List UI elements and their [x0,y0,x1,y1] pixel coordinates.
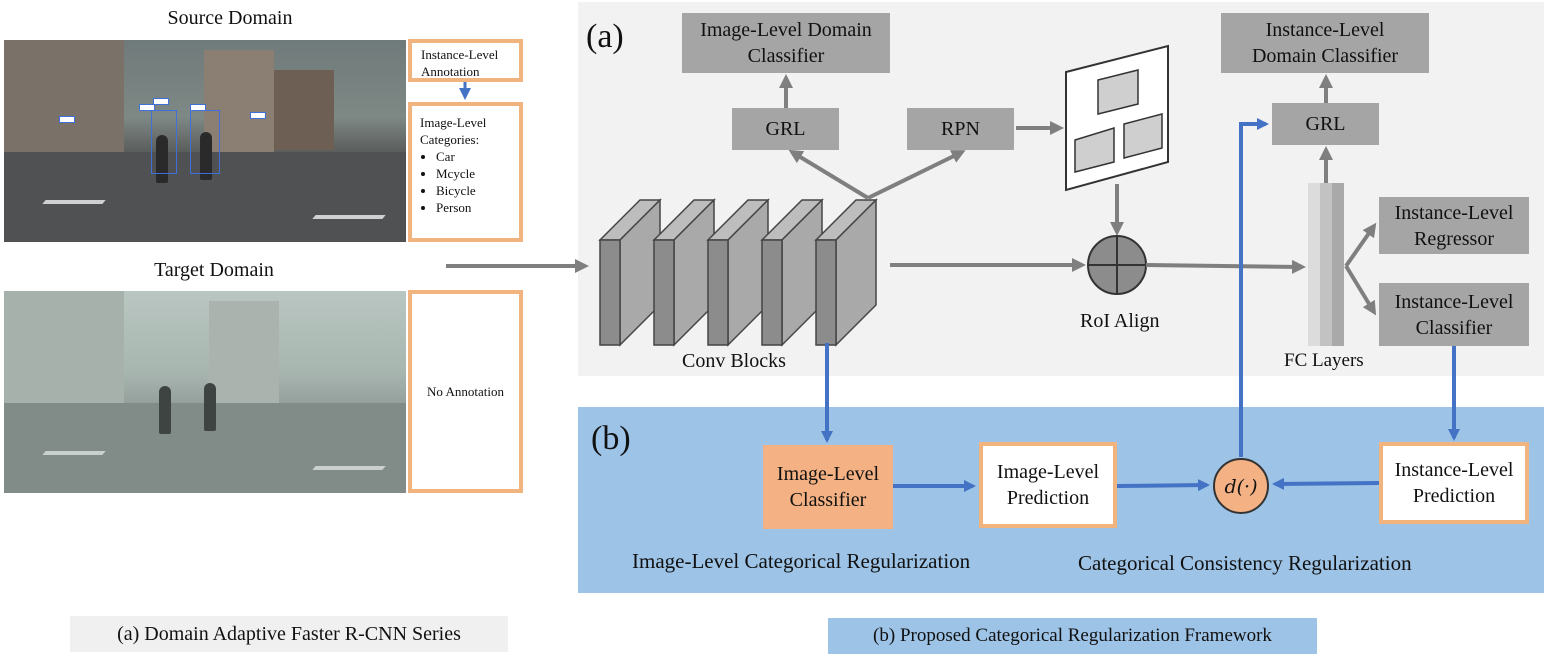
category-item: Car [436,148,515,165]
consistency-regularization-caption: Categorical Consistency Regularization [1078,551,1412,575]
instance-annotation-label: Instance-Level Annotation [421,47,499,79]
image-level-domain-classifier-label: Image-Level Domain Classifier [700,19,872,67]
image-level-domain-classifier-box: Image-Level Domain Classifier [682,13,890,73]
rpn-box: RPN [907,108,1014,150]
grl-right-box: GRL [1272,103,1379,145]
conv-block-5 [814,198,878,347]
image-prediction-to-distance-arrow [1116,479,1210,492]
instance-level-domain-classifier-box: Instance-Level Domain Classifier [1221,13,1429,73]
fc-layers-label: FC Layers [1284,350,1364,371]
image-level-categories-box: Image-Level Categories: Car Mcycle Bicyc… [408,102,523,242]
instance-level-classifier-box: Instance-Level Classifier [1379,283,1529,346]
conv-block-2 [652,198,716,347]
right-caption: (b) Proposed Categorical Regularization … [828,618,1317,654]
fc-layers-block [1308,183,1344,346]
target-domain-title: Target Domain [154,259,274,281]
conv-blocks-label: Conv Blocks [682,350,786,372]
rpn-label: RPN [941,118,980,140]
conv-block-4 [760,198,824,347]
category-item: Mcycle [436,165,515,182]
no-annotation-box: No Annotation [408,290,523,493]
conv-block-1 [598,198,662,347]
roi-to-fc-arrow [1145,259,1306,274]
instance-level-regressor-box: Instance-Level Regressor [1379,197,1529,254]
panel-b-label: (b) [591,420,631,457]
source-domain-title: Source Domain [167,7,293,29]
conv-to-grl-arrow [788,149,870,200]
instance-level-prediction-box: Instance-Level Prediction [1379,442,1529,524]
distance-to-grl-arrow [1239,118,1269,457]
grl-right-label: GRL [1305,113,1346,135]
region-proposals-card [1065,44,1169,192]
grl-left-label: GRL [765,118,806,140]
roi-align-label: RoI Align [1080,310,1160,332]
grl-left-box: GRL [732,108,839,150]
image-level-classifier-box: Image-Level Classifier [763,445,893,529]
roi-align-operator [1087,235,1147,295]
conv-block-3 [706,198,770,347]
no-annotation-label: No Annotation [427,384,504,399]
fc-to-classifier-arrow [1344,264,1377,316]
image-level-regularization-caption: Image-Level Categorical Regularization [632,549,971,573]
category-list: Car Mcycle Bicycle Person [420,148,515,216]
image-level-prediction-label: Image-Level Prediction [996,461,1100,509]
image-level-categories-title: Image-Level Categories: [420,115,487,147]
distance-operator [1213,458,1269,514]
fc-to-regressor-arrow [1344,222,1377,268]
instance-annotation-box: Instance-Level Annotation [408,39,523,82]
instance-level-prediction-label: Instance-Level Prediction [1394,459,1514,507]
left-caption: (a) Domain Adaptive Faster R-CNN Series [70,616,508,652]
category-item: Bicycle [436,182,515,199]
instance-level-domain-classifier-label: Instance-Level Domain Classifier [1251,19,1399,67]
category-item: Person [436,199,515,216]
instance-prediction-to-distance-arrow [1272,477,1380,490]
panel-a-label: (a) [586,18,624,55]
image-level-classifier-label: Image-Level Classifier [776,463,880,511]
instance-level-classifier-label: Instance-Level Classifier [1394,290,1514,339]
distance-operator-label: d(·) [1224,476,1257,498]
source-domain-image [4,40,406,242]
image-level-prediction-box: Image-Level Prediction [979,442,1117,528]
instance-level-regressor-label: Instance-Level Regressor [1394,201,1514,250]
conv-to-rpn-arrow [867,150,966,200]
target-domain-image [4,291,406,493]
